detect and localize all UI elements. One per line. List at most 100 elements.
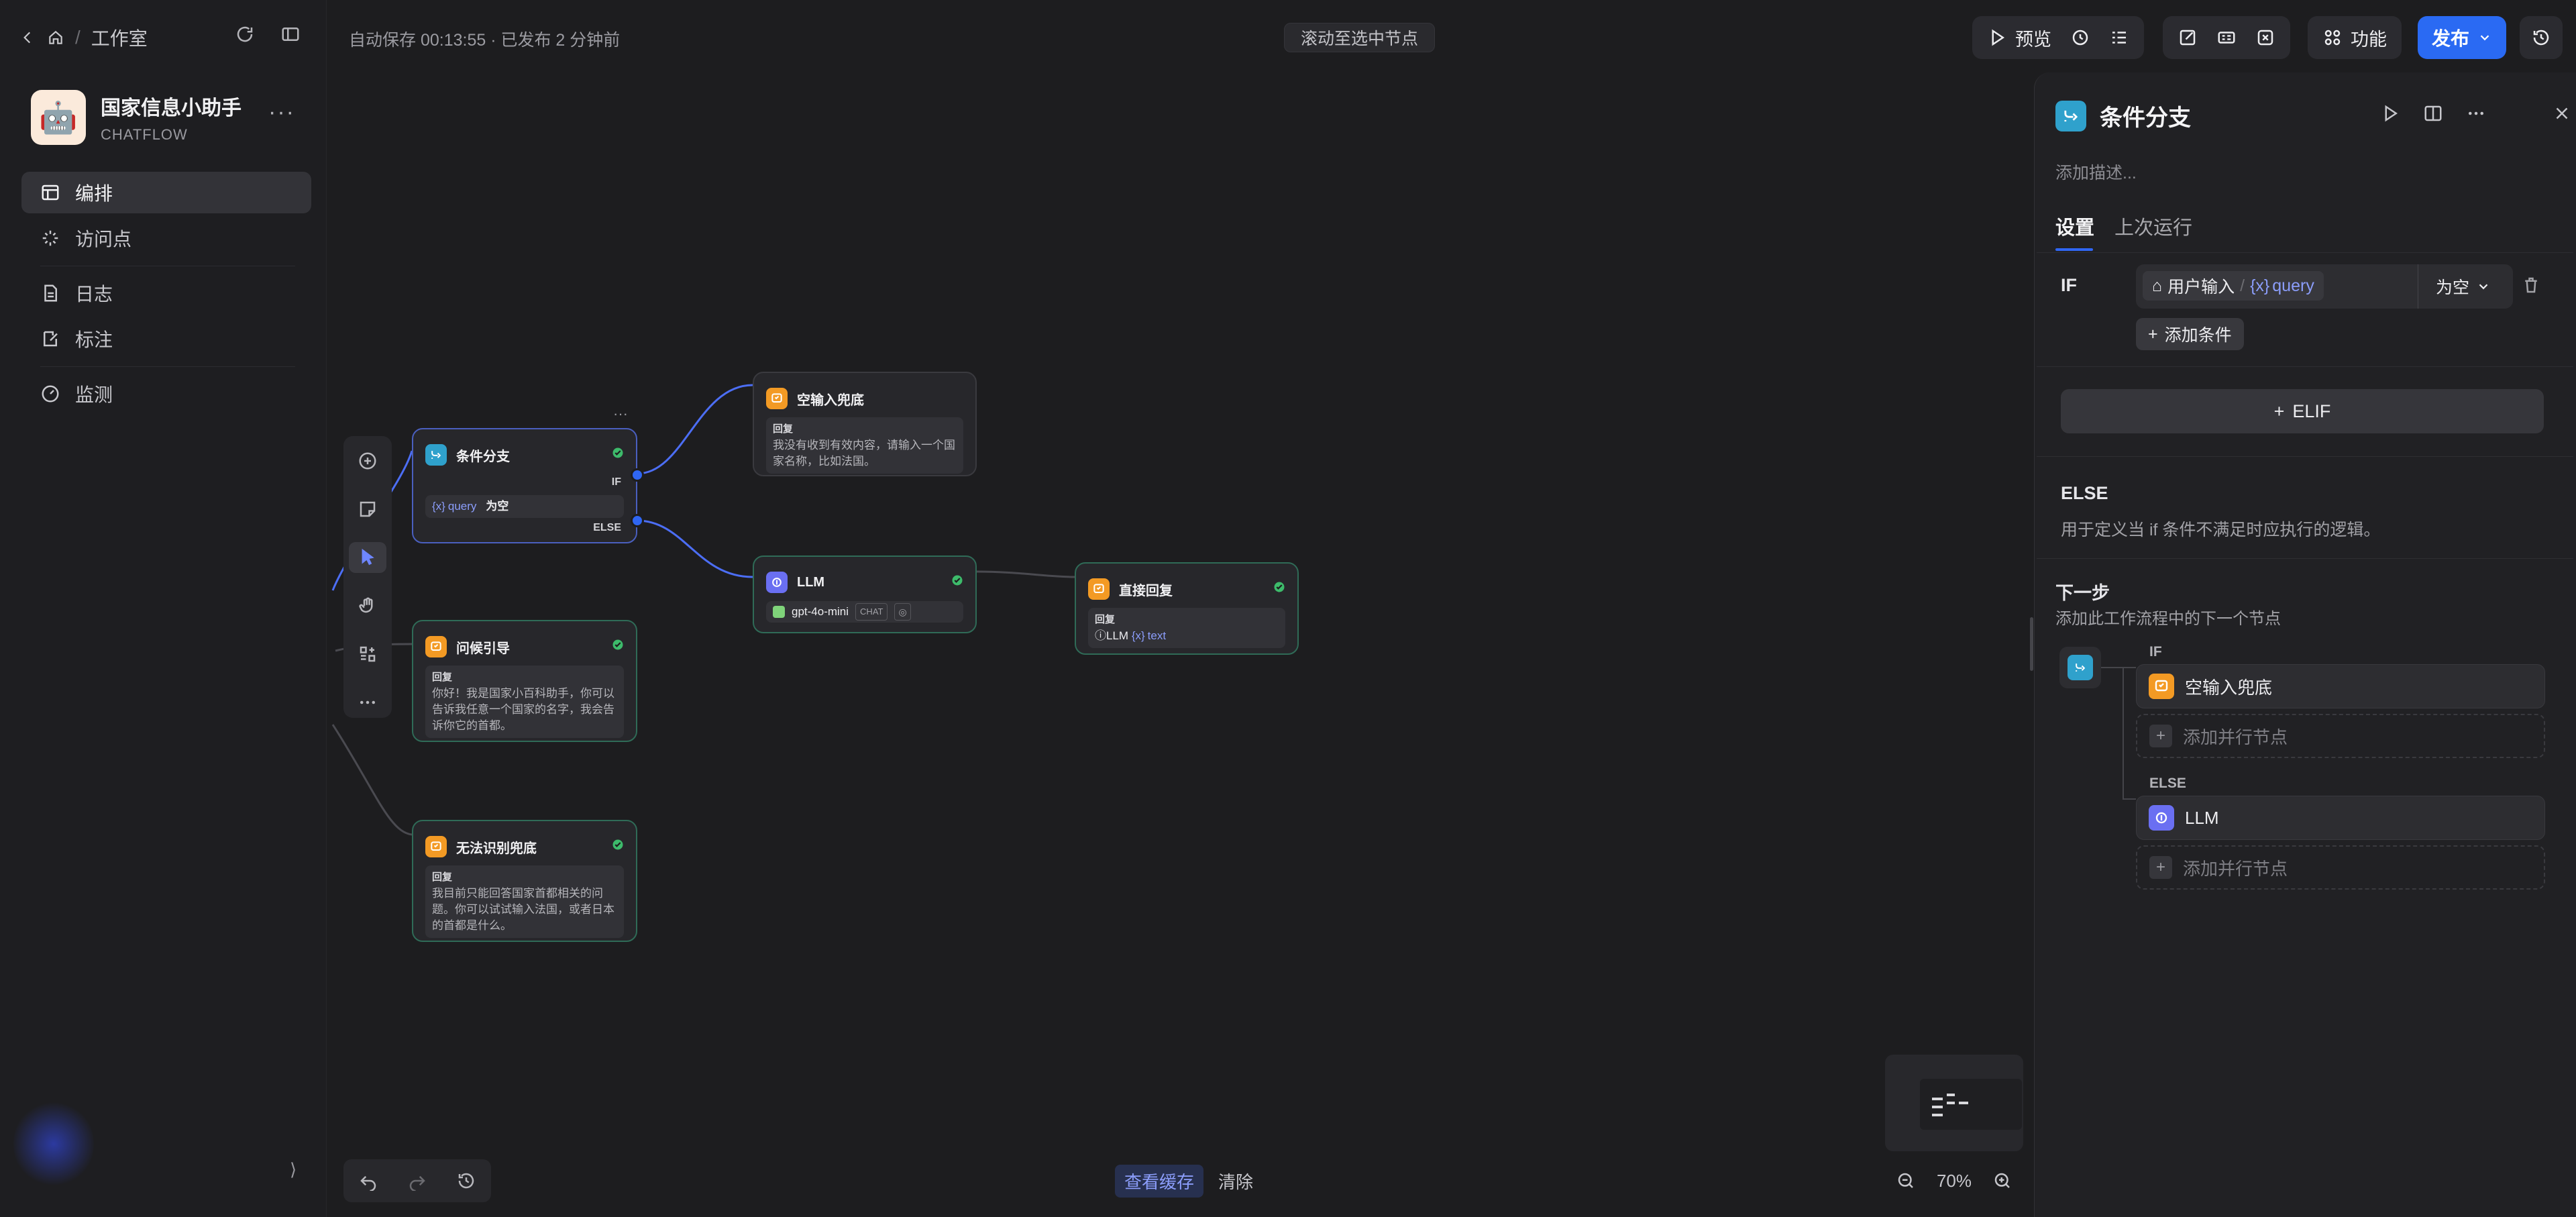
- add-parallel-node-if[interactable]: + 添加并行节点: [2136, 714, 2545, 758]
- add-condition-label: 添加条件: [2164, 326, 2232, 345]
- app-robot-icon: 🤖: [31, 90, 86, 145]
- minimap[interactable]: [1885, 1055, 2023, 1151]
- condition-variable[interactable]: ⌂ 用户输入 / {x}query: [2143, 271, 2324, 301]
- more-tools-button[interactable]: [349, 687, 386, 718]
- llm-icon: [766, 572, 788, 593]
- add-elif-button[interactable]: + ELIF: [2061, 389, 2544, 433]
- node-empty-reply[interactable]: 空输入兜底 回复 我没有收到有效内容，请输入一个国家名称，比如法国。: [753, 372, 977, 476]
- external-edit-icon[interactable]: [2178, 28, 2198, 48]
- view-cache-button[interactable]: 查看缓存: [1115, 1165, 1204, 1198]
- node-title: 条件分支: [456, 449, 510, 464]
- nav-item-logs[interactable]: 日志: [21, 272, 311, 314]
- node-llm[interactable]: LLM gpt-4o-mini CHAT ◎: [753, 555, 977, 633]
- node-header: 条件分支: [425, 444, 510, 466]
- nav-item-access[interactable]: 访问点: [21, 217, 311, 259]
- collapse-sidebar-icon[interactable]: ⟩: [290, 1159, 297, 1179]
- if-port-label: IF: [611, 476, 621, 488]
- features-button[interactable]: 功能: [2308, 16, 2402, 59]
- node-fallback[interactable]: 无法识别兜底 回复 我目前只能回答国家首都相关的问题。你可以试试输入法国，或者日…: [412, 820, 637, 942]
- var-name: query: [2272, 276, 2314, 295]
- breadcrumb-separator: /: [75, 27, 80, 48]
- node-question-guide[interactable]: 问候引导 回复 你好！我是国家小百科助手，你可以告诉我任意一个国家的名字，我会告…: [412, 620, 637, 742]
- breadcrumb-studio[interactable]: 工作室: [91, 28, 148, 49]
- split-view-icon[interactable]: [2423, 103, 2443, 123]
- tab-settings[interactable]: 设置: [2055, 217, 2095, 239]
- node-more-icon[interactable]: ···: [613, 405, 628, 422]
- reply-icon: [425, 836, 447, 857]
- clear-cache-button[interactable]: 清除: [1218, 1172, 1254, 1192]
- edge-start-fallback: [331, 724, 413, 836]
- description-input[interactable]: 添加描述...: [2055, 164, 2137, 182]
- close-icon[interactable]: [2552, 103, 2572, 123]
- back-chevron-icon[interactable]: [19, 29, 36, 46]
- variable-x-icon[interactable]: [2255, 28, 2275, 48]
- panel-title-text[interactable]: 条件分支: [2100, 105, 2191, 131]
- node-title: 空输入兜底: [797, 392, 864, 408]
- branch-icon: [2068, 655, 2093, 680]
- sync-icon[interactable]: [235, 24, 255, 44]
- success-check-icon: [612, 639, 623, 650]
- add-parallel-label: 添加并行节点: [2183, 727, 2288, 747]
- reply-icon: [2149, 674, 2174, 699]
- env-variables-icon[interactable]: [2216, 28, 2237, 48]
- if-case-label: IF: [2061, 275, 2077, 295]
- add-node-button[interactable]: [349, 445, 386, 476]
- publish-button[interactable]: 发布: [2418, 16, 2506, 59]
- nav-label: 日志: [75, 284, 113, 305]
- add-condition-button[interactable]: + 添加条件: [2136, 318, 2244, 350]
- model-mode-badge: CHAT: [855, 603, 888, 621]
- node-header: 直接回复: [1088, 578, 1173, 600]
- nav-item-annotate[interactable]: 标注: [21, 318, 311, 360]
- app-more-icon[interactable]: ···: [268, 99, 295, 125]
- run-node-icon[interactable]: [2380, 103, 2400, 123]
- checklist-icon[interactable]: [2109, 28, 2129, 48]
- tab-last-run[interactable]: 上次运行: [2114, 217, 2193, 239]
- zoom-in-icon[interactable]: [1992, 1171, 2012, 1191]
- more-horizontal-icon[interactable]: [2466, 103, 2486, 123]
- nav-item-monitor[interactable]: 监测: [21, 373, 311, 415]
- reply-content: 回复 ⓘLLM {x}text: [1088, 608, 1285, 648]
- nav-item-edit[interactable]: 编排: [21, 172, 311, 213]
- add-parallel-node-else[interactable]: + 添加并行节点: [2136, 845, 2545, 890]
- hand-tool-button[interactable]: [349, 590, 386, 621]
- history-icon[interactable]: [456, 1171, 476, 1191]
- node-direct-reply[interactable]: 直接回复 回复 ⓘLLM {x}text: [1075, 562, 1299, 655]
- workflow-edges: [331, 384, 1075, 836]
- organize-button[interactable]: [349, 639, 386, 670]
- node-title: 问候引导: [456, 641, 510, 656]
- scroll-to-node-button[interactable]: 滚动至选中节点: [1284, 23, 1436, 52]
- reply-content: 回复 我没有收到有效内容，请输入一个国家名称，比如法国。: [766, 417, 963, 474]
- next-node-llm[interactable]: LLM: [2136, 796, 2545, 840]
- add-note-button[interactable]: [349, 494, 386, 525]
- condition-operator-select[interactable]: 为空: [2418, 264, 2491, 309]
- if-output-handle[interactable]: [631, 468, 644, 482]
- pointer-tool-button[interactable]: [349, 542, 386, 573]
- nav-label: 编排: [75, 183, 113, 204]
- else-output-handle[interactable]: [631, 514, 644, 527]
- app-type: CHATFLOW: [101, 126, 188, 143]
- version-history-button[interactable]: [2520, 16, 2563, 59]
- panel-resize-handle[interactable]: [2030, 617, 2033, 671]
- clock-check-icon[interactable]: [2070, 28, 2090, 48]
- condition-row: ⌂ 用户输入 / {x}query 为空: [2136, 264, 2513, 309]
- redo-icon[interactable]: [407, 1171, 427, 1191]
- branch-connector: [2123, 667, 2136, 668]
- canvas-toolbar: [343, 436, 392, 718]
- home-icon[interactable]: [47, 29, 64, 46]
- operator-value: 为空: [2436, 278, 2470, 297]
- zoom-level[interactable]: 70%: [1936, 1170, 1972, 1191]
- branch-icon: [425, 444, 447, 466]
- next-node-empty-reply[interactable]: 空输入兜底: [2136, 664, 2545, 708]
- next-node-name: 空输入兜底: [2185, 677, 2273, 698]
- node-title: 无法识别兜底: [456, 841, 537, 856]
- reply-icon: [1088, 578, 1110, 600]
- app-card[interactable]: 🤖 国家信息小助手 CHATFLOW: [31, 90, 241, 145]
- delete-condition-button[interactable]: [2521, 275, 2541, 299]
- next-step-description: 添加此工作流程中的下一个节点: [2055, 610, 2281, 628]
- zoom-out-icon[interactable]: [1896, 1171, 1916, 1191]
- sidebar-toggle-icon[interactable]: [280, 24, 301, 44]
- node-if-else[interactable]: 条件分支 IF {x}query 为空 ELSE: [412, 428, 644, 543]
- node-config-panel: [2034, 72, 2576, 1217]
- undo-icon[interactable]: [358, 1171, 378, 1191]
- preview-button[interactable]: 预览: [1987, 25, 2051, 51]
